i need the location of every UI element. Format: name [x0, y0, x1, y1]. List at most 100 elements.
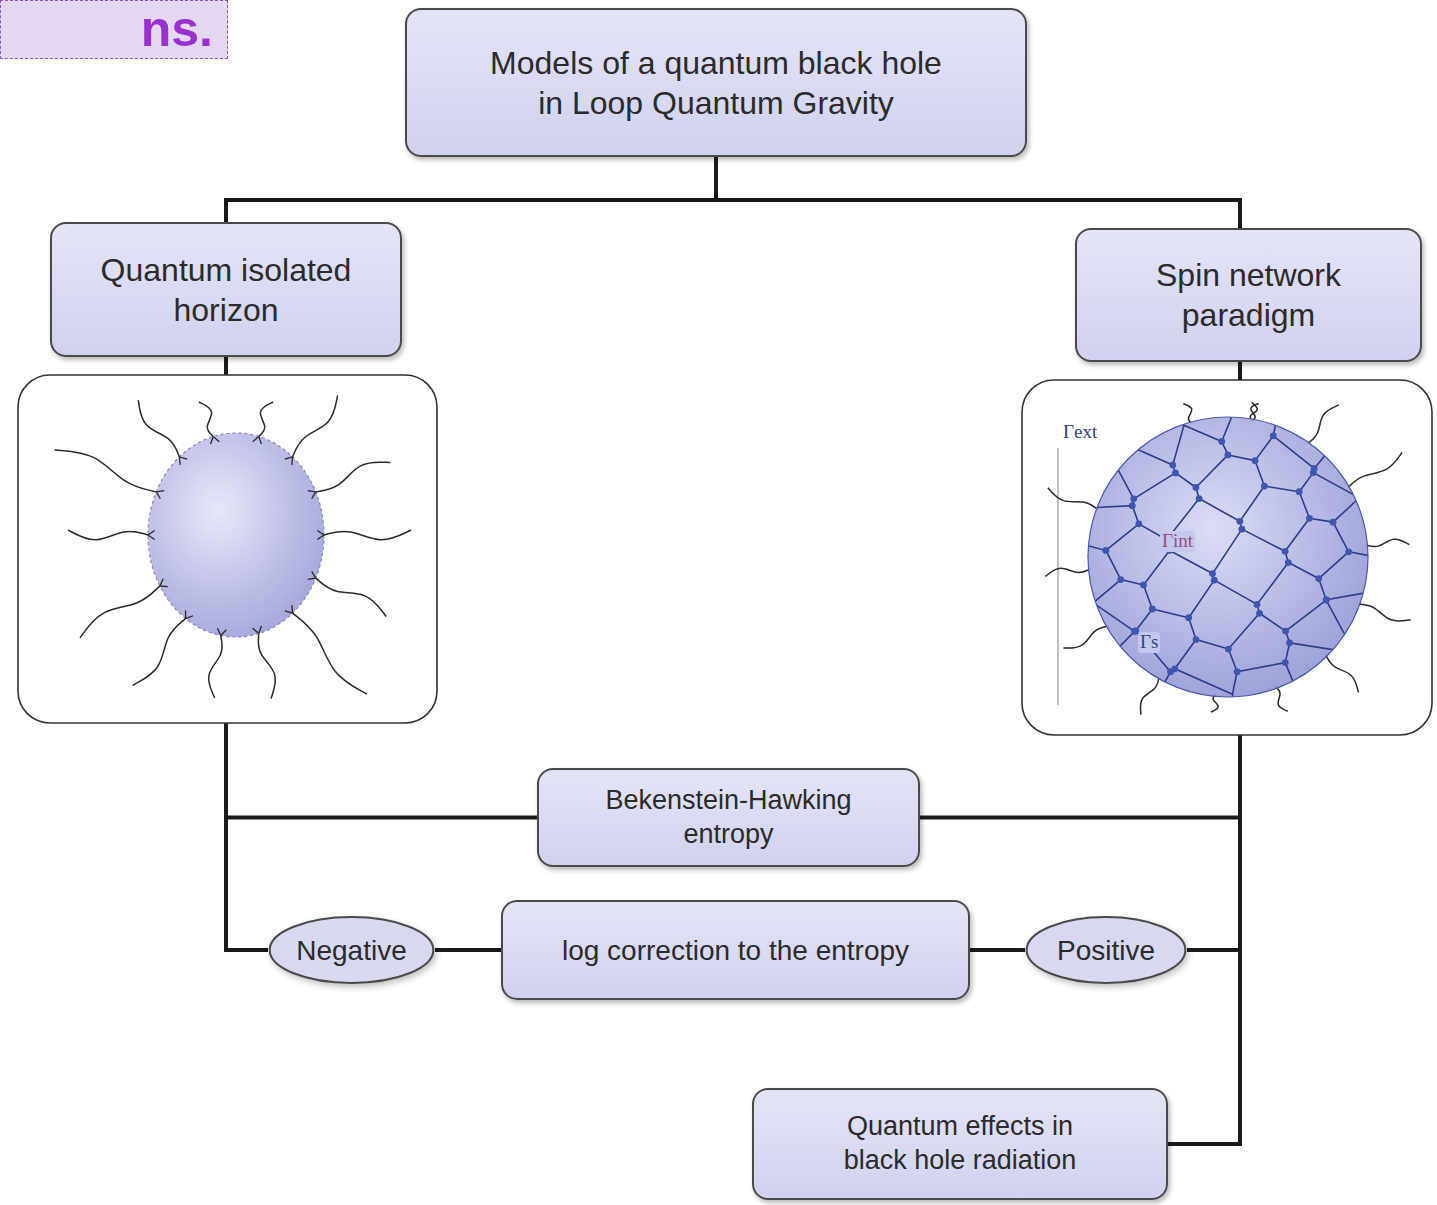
mesh-vertex: [1296, 488, 1303, 495]
network-strand: [1140, 677, 1159, 715]
network-strand: [80, 586, 160, 638]
mesh-vertex: [1239, 526, 1246, 533]
puncture-mark: [308, 491, 316, 492]
puncture-mark: [148, 535, 155, 540]
spin-network-strands: [1045, 402, 1410, 714]
network-strand: [1183, 404, 1192, 424]
network-strand: [1365, 539, 1409, 547]
puncture-mark: [156, 492, 160, 499]
puncture-mark: [285, 611, 293, 613]
puncture-mark: [211, 436, 214, 444]
mesh-vertex: [1211, 577, 1218, 584]
mesh-vertex: [1218, 438, 1225, 445]
network-strand: [1275, 687, 1288, 712]
mesh-vertex: [1102, 547, 1109, 554]
network-strand: [1326, 655, 1359, 693]
puncture-mark: [186, 616, 193, 619]
node-text: Spin network paradigm: [1097, 255, 1400, 335]
mesh-vertex: [1282, 628, 1289, 635]
puncture-mark: [291, 605, 293, 613]
network-strand: [258, 634, 275, 699]
network-strand: [293, 613, 368, 694]
node-text: Bekenstein-Hawking entropy: [579, 784, 878, 852]
result-oval: Positive: [1025, 915, 1187, 985]
puncture-mark: [312, 571, 316, 578]
mesh-vertex: [1311, 465, 1318, 472]
mesh-edges: [1084, 413, 1372, 701]
corner-tab: ns.: [0, 0, 228, 59]
puncture-mark: [179, 457, 187, 459]
oval-shape: [270, 917, 434, 983]
node-text: ns.: [141, 4, 213, 54]
mesh-vertex: [1315, 575, 1322, 582]
graph-label: Γs: [1138, 632, 1160, 653]
puncture-mark: [148, 530, 155, 535]
node-text: Negative: [296, 933, 407, 968]
mesh-vertex: [1196, 495, 1203, 502]
mesh-vertex: [1252, 457, 1259, 464]
puncture-mark: [156, 491, 164, 492]
mesh-vertex: [1254, 601, 1261, 608]
graph-label: Γext: [1061, 422, 1099, 443]
mesh-vertex: [1193, 484, 1200, 491]
mesh-vertex: [1225, 452, 1232, 459]
topic-box: Models of a quantum black hole in Loop Q…: [405, 8, 1027, 157]
mesh-vertex: [1234, 668, 1241, 675]
mesh-vertex: [1282, 659, 1289, 666]
illustration-panel: [1022, 380, 1432, 735]
puncture-mark: [308, 578, 316, 579]
mesh-vertex: [1117, 576, 1124, 583]
network-strand: [316, 578, 386, 616]
mesh-vertex: [1130, 495, 1137, 502]
connector-line: [435, 948, 501, 952]
node-text: Positive: [1057, 933, 1155, 968]
mesh-vertex: [1323, 596, 1330, 603]
connector-line: [226, 157, 716, 222]
topic-box: log correction to the entropy: [501, 900, 970, 1000]
puncture-mark: [160, 585, 168, 587]
network-strand: [324, 530, 411, 540]
spin-network-strands: [54, 395, 411, 698]
connector-line: [970, 948, 1025, 952]
puncture-mark: [291, 457, 293, 465]
mesh-vertex: [1193, 636, 1200, 643]
mesh-vertex: [1282, 548, 1289, 555]
puncture-mark: [285, 457, 293, 459]
network-strand: [1348, 452, 1403, 488]
network-strand: [138, 400, 179, 457]
network-strand: [1307, 405, 1339, 444]
network-strand: [1045, 568, 1090, 576]
network-strand: [199, 402, 213, 437]
mesh-vertex: [1345, 548, 1352, 555]
illustration-panel: [18, 375, 437, 723]
topic-box: Bekenstein-Hawking entropy: [537, 768, 920, 867]
result-oval: Negative: [268, 915, 435, 985]
mesh-vertex: [1163, 536, 1170, 543]
horizon-sphere: [148, 433, 324, 637]
mesh-vertex: [1167, 668, 1174, 675]
spin-network-mesh: [1084, 413, 1372, 701]
mesh-vertex: [1261, 483, 1268, 490]
puncture-mark: [312, 492, 316, 499]
mesh-vertex: [1149, 606, 1156, 613]
graph-label: Γint: [1160, 531, 1195, 552]
node-text: Quantum effects in black hole radiation: [784, 1110, 1136, 1178]
puncture-mark: [259, 436, 262, 444]
mesh-vertex: [1330, 519, 1337, 526]
puncture-mark: [317, 535, 324, 540]
mesh-vertex: [1135, 520, 1142, 527]
mesh-vertex: [1256, 610, 1263, 617]
network-strand: [259, 402, 273, 437]
network-strand: [1048, 488, 1098, 510]
mesh-vertex: [1169, 462, 1176, 469]
node-text: Models of a quantum black hole in Loop Q…: [479, 43, 953, 123]
puncture-mark: [221, 630, 227, 636]
network-strand: [209, 635, 222, 698]
network-strand: [1358, 604, 1411, 621]
mesh-vertex: [1140, 582, 1147, 589]
topic-box: Quantum isolated horizon: [50, 222, 402, 357]
mesh-vertex: [1131, 628, 1138, 635]
